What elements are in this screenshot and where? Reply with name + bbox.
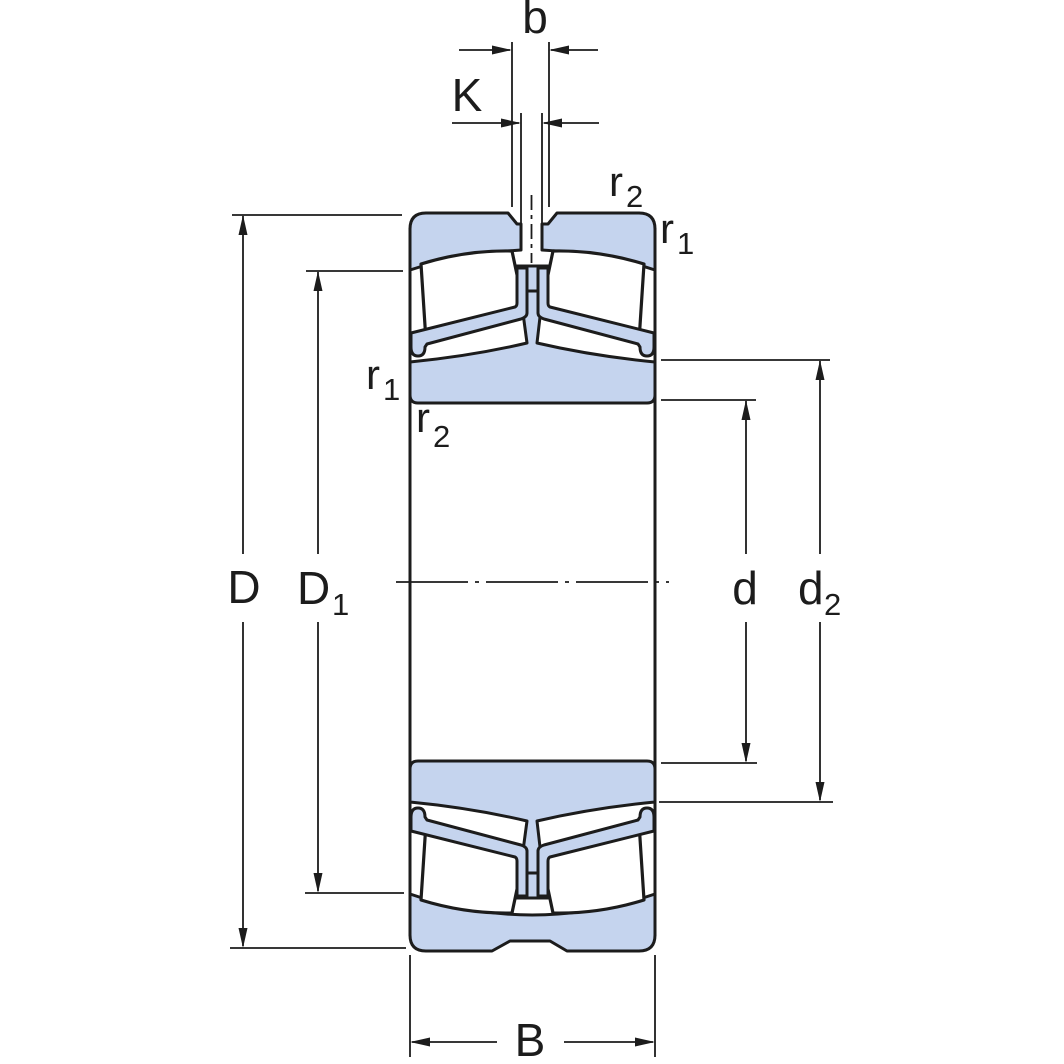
- cage-bottom-right: [536, 806, 656, 898]
- dim-D1-arrow-down: [313, 873, 323, 893]
- dim-D: D: [227, 214, 406, 949]
- cage-top-right: [536, 266, 656, 358]
- dim-D-arrow-up: [238, 215, 248, 235]
- dim-D-arrow-down: [238, 928, 248, 948]
- inner-ring-bottom: [408, 759, 657, 875]
- inner-ring-top: [408, 289, 657, 405]
- dim-d2-arrow-up: [815, 360, 825, 380]
- dim-d-arrow-up: [741, 400, 751, 420]
- label-r1-left: r1: [366, 351, 400, 407]
- dim-d-arrow-down: [741, 743, 751, 763]
- label-d: d: [732, 562, 758, 614]
- dim-b-arrow-left: [492, 45, 512, 55]
- dim-D1: D1: [297, 270, 404, 894]
- dim-b-arrow-right: [549, 45, 569, 55]
- dim-B: B: [409, 955, 656, 1064]
- dim-K-arrow-right: [542, 118, 562, 128]
- label-r1-top: r1: [660, 205, 694, 261]
- dim-B-arrow-left: [410, 1037, 430, 1047]
- label-r2-top: r2: [609, 158, 643, 214]
- dim-B-arrow-right: [635, 1037, 655, 1047]
- bearing-bottom-section: [408, 759, 657, 915]
- bearing-top-section: [408, 249, 657, 405]
- cage-top-left: [409, 266, 529, 358]
- dim-K-arrow-left: [501, 118, 521, 128]
- dim-D1-arrow-up: [313, 271, 323, 291]
- dim-d: d: [661, 399, 758, 764]
- label-D: D: [227, 561, 260, 613]
- label-B: B: [515, 1014, 546, 1064]
- label-d2: d2: [798, 562, 841, 622]
- label-b: b: [522, 0, 548, 43]
- dim-K: K: [452, 69, 599, 224]
- dim-d2-arrow-down: [815, 782, 825, 802]
- label-D1: D1: [297, 562, 349, 622]
- cage-bottom-left: [409, 806, 529, 898]
- dim-d2: d2: [659, 359, 841, 803]
- label-r2-left: r2: [416, 394, 450, 454]
- label-K: K: [452, 69, 483, 121]
